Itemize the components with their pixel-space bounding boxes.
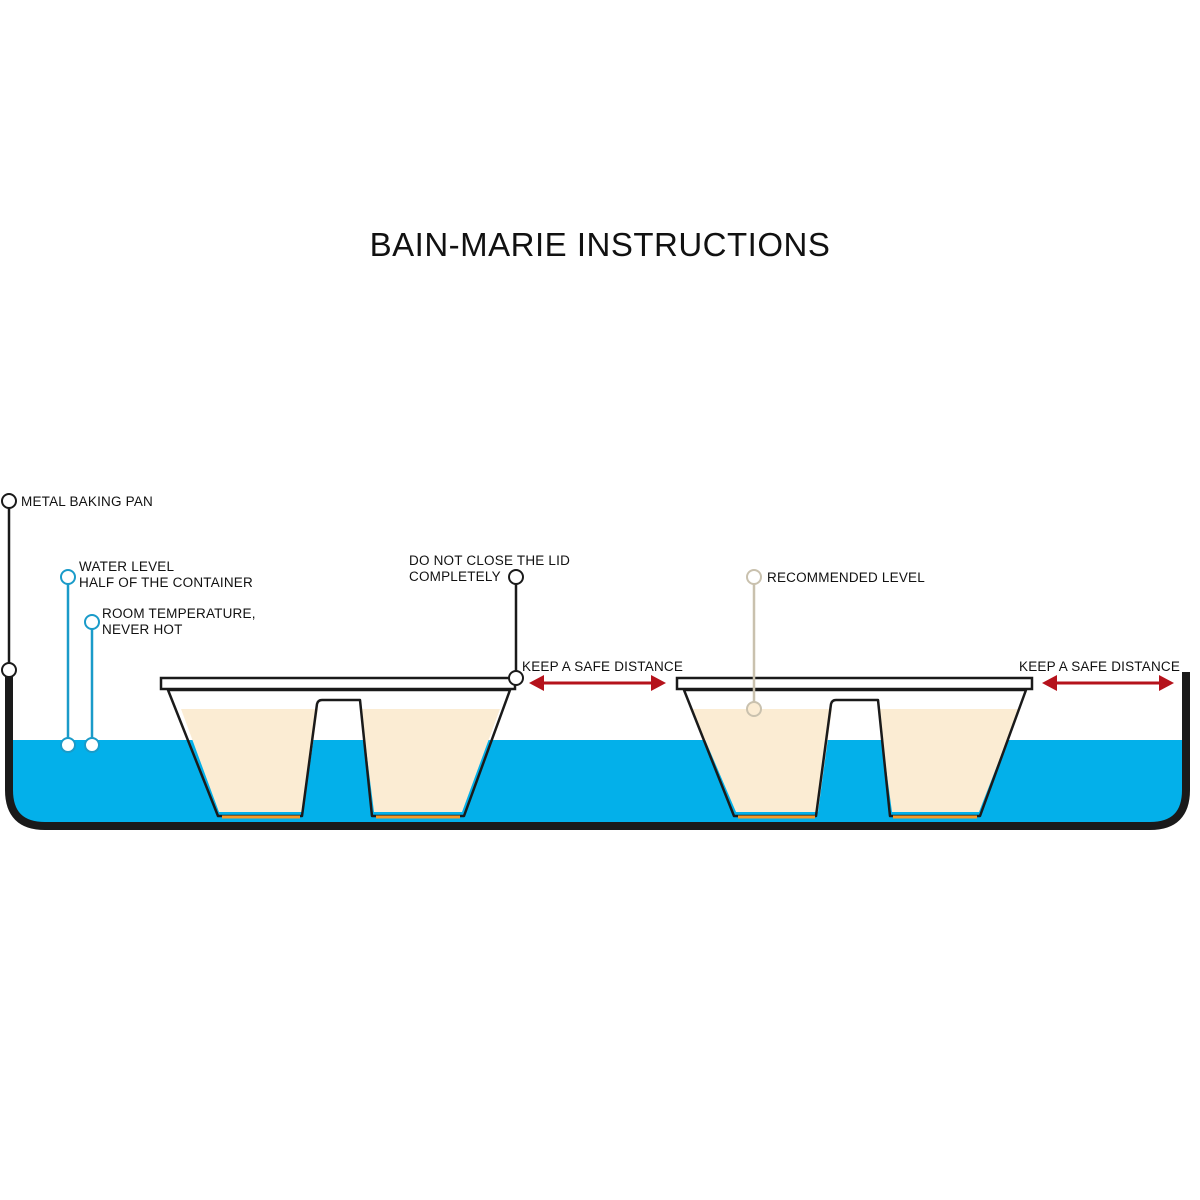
metal-baking-pan (5, 672, 1190, 830)
callout-recommended-level (746, 569, 762, 717)
callout-dot-top (1, 493, 17, 509)
label-recommended-level: RECOMMENDED LEVEL (767, 570, 925, 585)
diagram-title: BAIN-MARIE INSTRUCTIONS (369, 226, 831, 263)
callout-lid (508, 569, 524, 686)
callout-water-level (60, 569, 76, 753)
label-room-temperature: ROOM TEMPERATURE, NEVER HOT (102, 606, 256, 637)
label-metal-baking-pan: METAL BAKING PAN (21, 494, 153, 509)
label-water-level: WATER LEVEL HALF OF THE CONTAINER (79, 559, 253, 590)
safe-distance-arrow-1 (529, 675, 666, 691)
container-lid-left (159, 676, 517, 691)
label-safe-distance-2: KEEP A SAFE DISTANCE (1019, 659, 1181, 674)
custard-fill-left (181, 709, 500, 812)
safe-distance-arrow-2 (1042, 675, 1174, 691)
container-right (675, 676, 1034, 819)
container-body-left (166, 688, 512, 818)
container-lid-right (675, 676, 1034, 691)
callout-room-temperature (84, 614, 100, 753)
callout-dot-pan (1, 662, 17, 678)
container-body-right (682, 688, 1028, 818)
container-left (159, 676, 517, 819)
label-safe-distance-1: KEEP A SAFE DISTANCE (522, 659, 684, 674)
custard-fill-right (692, 709, 1019, 812)
callout-metal-baking-pan (1, 493, 17, 678)
label-do-not-close-lid: DO NOT CLOSE THE LID COMPLETELY (409, 553, 571, 584)
water-bath (9, 740, 1186, 826)
